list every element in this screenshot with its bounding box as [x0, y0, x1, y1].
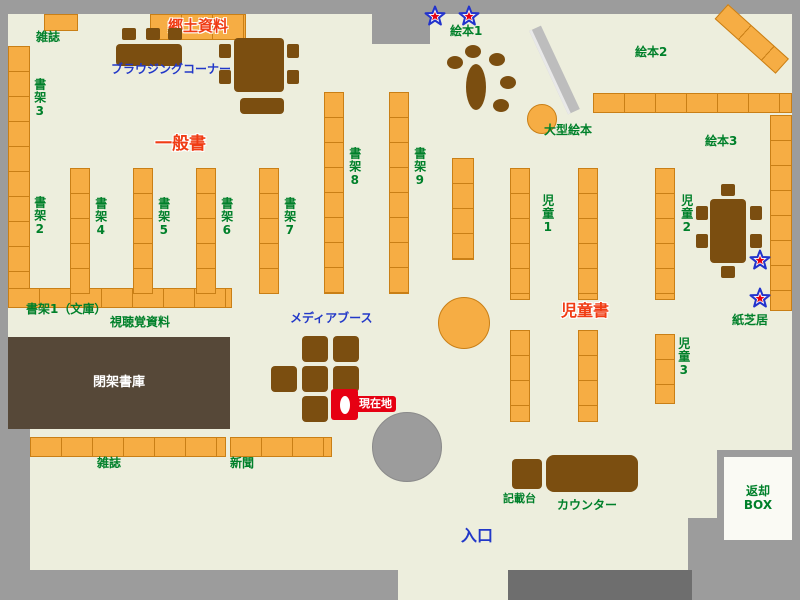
label-shelf9: 書架9: [412, 147, 427, 188]
storytime-seat: [493, 99, 509, 112]
bench: [240, 98, 284, 114]
closed-stacks-room: 閉架書庫: [8, 337, 230, 429]
label-av-materials: 視聴覚資料: [110, 315, 171, 329]
bookshelf-local-materials: 郷土資料: [150, 14, 246, 40]
label-media-booth: メディアブース: [290, 311, 373, 325]
media-booth-seat: [302, 336, 328, 362]
chair: [750, 206, 762, 220]
bookshelf-center: [452, 158, 474, 260]
entrance-opening: [398, 570, 510, 600]
label-picturebooks3: 絵本3: [705, 134, 738, 148]
chair: [146, 28, 160, 40]
media-booth-seat: [302, 396, 328, 422]
chair: [287, 70, 299, 84]
label-entrance: 入口: [461, 526, 494, 545]
wall-block-top: [372, 14, 430, 44]
label-writing-desk: 記載台: [503, 492, 536, 505]
current-location-dot: [339, 395, 350, 414]
bookshelf-children3: [655, 334, 675, 404]
browsing-table-right: [234, 38, 284, 92]
storytime-seat: [500, 76, 516, 89]
bookshelf-children2-b: [655, 168, 675, 300]
chair: [122, 28, 136, 40]
label-picturebooks1: 絵本1: [450, 24, 483, 38]
bookshelf-children1: [510, 168, 530, 300]
label-shelf6: 書架6: [219, 197, 234, 238]
label-shelf7: 書架7: [282, 197, 297, 238]
bookshelf-shelf8: [324, 92, 344, 294]
label-children1: 児童1: [540, 194, 555, 235]
chair: [721, 266, 735, 278]
label-counter: カウンター: [557, 498, 618, 512]
star-icon: [749, 249, 771, 270]
label-newspapers: 新聞: [230, 456, 255, 470]
label-children-books: 児童書: [561, 301, 610, 320]
label-magazines-top: 雑誌: [36, 30, 61, 44]
media-booth-seat: [302, 366, 328, 392]
counter-desk: [546, 455, 638, 492]
bookshelf-magazines-top: [44, 14, 78, 31]
label-return-box: 返却BOX: [743, 483, 773, 512]
chair: [721, 184, 735, 196]
label-children3: 児童3: [676, 337, 691, 378]
label-shelf2: 書架2: [32, 196, 47, 237]
label-general-books: 一般書: [155, 134, 206, 154]
chair: [696, 206, 708, 220]
chair: [219, 70, 231, 84]
bookshelf-newspapers: [230, 437, 332, 457]
storytime-seat: [447, 56, 463, 69]
children-table: [710, 199, 746, 263]
writing-desk: [512, 459, 542, 489]
bookshelf-children2-a: [578, 168, 598, 300]
media-booth-seat: [271, 366, 297, 392]
bookshelf-shelf4: [70, 168, 90, 294]
storytime-seat: [465, 45, 481, 58]
label-shelf4: 書架4: [93, 197, 108, 238]
current-location-marker: [331, 389, 358, 420]
bookshelf-children-lower-b: [578, 330, 598, 422]
label-children2: 児童2: [679, 194, 694, 235]
label-local-materials: 郷土資料: [167, 17, 228, 36]
label-shelf3: 書架3: [32, 78, 47, 119]
wall-dark-block: [508, 570, 692, 600]
bookshelf-shelf6: [196, 168, 216, 294]
browsing-table-left: [116, 44, 182, 66]
chair: [287, 44, 299, 58]
label-magazines-bottom: 雑誌: [97, 456, 122, 470]
label-shelf8: 書架8: [347, 147, 362, 188]
media-booth-seat: [333, 366, 359, 392]
return-box-room: 返却BOX: [717, 450, 792, 540]
chair: [219, 44, 231, 58]
label-current-location: 現在地: [355, 396, 396, 413]
bookshelf-right-wall: [770, 115, 792, 311]
bookshelf-shelf7: [259, 168, 279, 294]
bookshelf-magazines-bottom: [30, 437, 226, 457]
bookshelf-children-lower-a: [510, 330, 530, 422]
chair: [750, 234, 762, 248]
star-icon: [424, 5, 446, 26]
label-large-picturebooks: 大型絵本: [544, 123, 593, 137]
bookshelf-shelf1: [8, 288, 232, 308]
chair: [696, 234, 708, 248]
large-picturebook-stand: [527, 104, 557, 134]
label-closed-stacks: 閉架書庫: [92, 374, 145, 390]
label-picturebooks2: 絵本2: [635, 45, 668, 59]
bookshelf-picturebooks2: [593, 93, 792, 113]
label-kamishibai: 紙芝居: [732, 313, 769, 327]
bookshelf-shelf5: [133, 168, 153, 294]
storytime-table: [466, 64, 486, 110]
chair: [168, 28, 182, 40]
pillar: [372, 412, 442, 482]
round-table: [438, 297, 490, 349]
label-shelf1-bunko: 書架1（文庫）: [26, 302, 107, 316]
bookshelf-left-wall: [8, 46, 30, 296]
label-browsing-corner: ブラウジングコーナー: [111, 62, 232, 76]
star-icon: [749, 287, 771, 308]
bookshelf-shelf9: [389, 92, 409, 294]
media-booth-seat: [333, 336, 359, 362]
label-shelf5: 書架5: [156, 197, 171, 238]
star-icon: [458, 5, 480, 26]
storytime-seat: [489, 53, 505, 66]
wall-block-bottom-left: [0, 428, 30, 600]
